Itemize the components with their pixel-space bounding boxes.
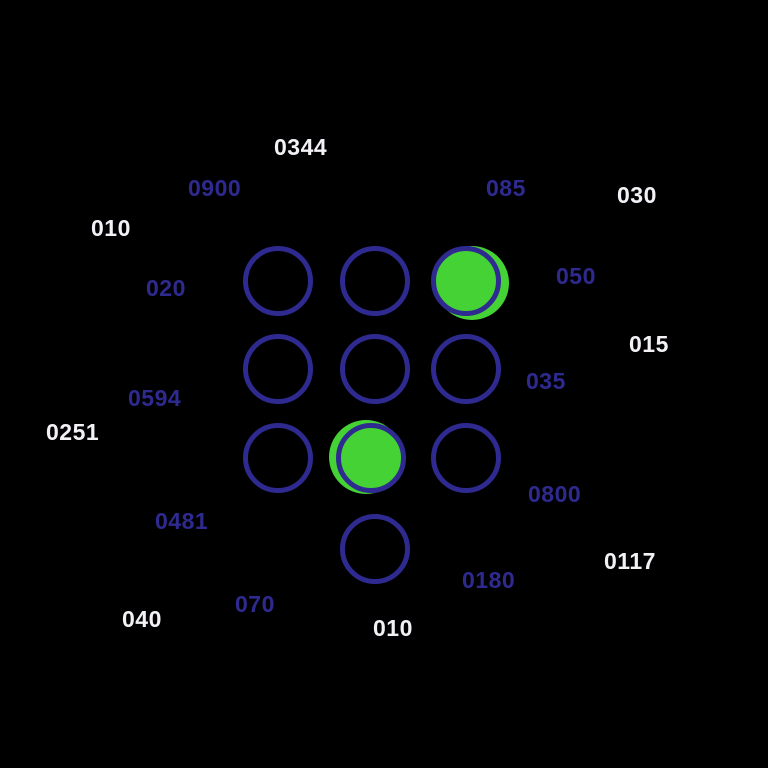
number-label: 085 (486, 175, 526, 201)
number-label: 035 (526, 368, 566, 394)
number-label: 0800 (528, 481, 582, 507)
number-label: 010 (373, 615, 413, 641)
number-label: 050 (556, 263, 596, 289)
number-label: 015 (629, 331, 669, 357)
grid-circle[interactable] (431, 246, 501, 316)
number-label: 070 (235, 591, 275, 617)
grid-circle[interactable] (340, 334, 410, 404)
grid-circle[interactable] (340, 246, 410, 316)
number-label: 0251 (46, 419, 100, 445)
number-label: 040 (122, 606, 162, 632)
number-label: 0344 (274, 134, 328, 160)
number-label: 030 (617, 182, 657, 208)
number-label: 020 (146, 275, 186, 301)
grid-circle[interactable] (243, 246, 313, 316)
grid-circle[interactable] (243, 334, 313, 404)
number-label: 0481 (155, 508, 209, 534)
number-label: 0900 (188, 175, 242, 201)
number-label: 0117 (604, 548, 656, 574)
number-label: 0594 (128, 385, 182, 411)
grid-circle[interactable] (336, 423, 406, 493)
number-label: 0180 (462, 567, 516, 593)
number-label: 010 (91, 215, 131, 241)
grid-circle[interactable] (431, 334, 501, 404)
grid-circle[interactable] (431, 423, 501, 493)
grid-circle[interactable] (340, 514, 410, 584)
grid-circle[interactable] (243, 423, 313, 493)
